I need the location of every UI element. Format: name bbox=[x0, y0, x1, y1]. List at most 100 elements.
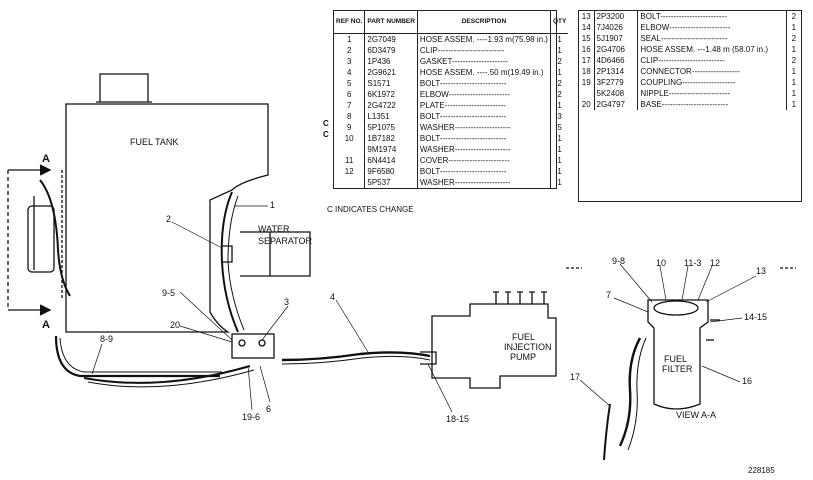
cell-desc: HOSE ASSEM. ----1.93 m(75.98 in.) bbox=[417, 33, 551, 45]
cell-desc: CLIP------------------------- bbox=[637, 55, 787, 66]
cell-desc: CLIP------------------------- bbox=[417, 45, 551, 56]
callout-8-9: 8-9 bbox=[100, 334, 113, 344]
cell-qty: 2 bbox=[791, 12, 797, 21]
label-pump-2: INJECTION bbox=[504, 342, 552, 352]
callout-2: 2 bbox=[166, 214, 171, 224]
figure-number: 228185 bbox=[748, 466, 775, 475]
cell-desc: HOSE ASSEM. ---1.48 m (58.07 in.) bbox=[637, 44, 787, 55]
cell-qty: 1 bbox=[557, 178, 562, 187]
label-view-a-a: VIEW A-A bbox=[676, 410, 716, 420]
cell-part: 9M1974 bbox=[364, 144, 418, 155]
cell-part: 3F2779 bbox=[594, 77, 639, 88]
header-part-number: PART NUMBER bbox=[364, 11, 418, 34]
cell-part: 7J4026 bbox=[594, 22, 639, 33]
cell-ref: 19 bbox=[579, 77, 595, 88]
callout-6: 6 bbox=[266, 404, 271, 414]
cell-qty: 1 bbox=[791, 89, 797, 98]
cell-qty: 1 bbox=[557, 145, 562, 154]
cell-desc: BOLT------------------------- bbox=[417, 78, 551, 89]
cell-ref: 18 bbox=[579, 66, 595, 77]
callout-3: 3 bbox=[284, 297, 289, 307]
cell-part: 6D3479 bbox=[364, 45, 418, 56]
cell-qty: 5 bbox=[557, 123, 562, 132]
water-separator-body bbox=[240, 231, 311, 277]
change-flag: C bbox=[323, 130, 329, 139]
cell-qty: 2 bbox=[791, 56, 797, 65]
cell-qty: 1 bbox=[791, 45, 797, 54]
cell-desc: BOLT------------------------- bbox=[417, 111, 551, 122]
cell-qty: 1 bbox=[791, 78, 797, 87]
cell-part: 6N4414 bbox=[364, 155, 418, 166]
cell-qty: 2 bbox=[557, 57, 562, 66]
cell-ref: 7 bbox=[334, 100, 366, 111]
cell-part: 2G7049 bbox=[364, 33, 418, 45]
side-filter bbox=[27, 205, 55, 273]
cell-ref: 6 bbox=[334, 89, 366, 100]
callout-20: 20 bbox=[170, 320, 180, 330]
cell-part: 1P436 bbox=[364, 56, 418, 67]
cell-ref: 5 bbox=[334, 78, 366, 89]
callout-view-9-8: 9-8 bbox=[612, 256, 625, 266]
callout-view-13: 13 bbox=[756, 266, 766, 276]
cell-ref: 15 bbox=[579, 33, 595, 44]
cell-qty: 1 bbox=[557, 35, 562, 44]
cell-desc: BOLT------------------------- bbox=[637, 11, 787, 22]
injector-stubs bbox=[493, 291, 547, 304]
cell-qty: 1 bbox=[557, 101, 562, 110]
hose-16 bbox=[618, 337, 642, 447]
cell-ref: 20 bbox=[579, 99, 595, 110]
cell-part: 2G4722 bbox=[364, 100, 418, 111]
cell-desc: ELBOW----------------------- bbox=[417, 89, 551, 100]
cell-ref: 13 bbox=[579, 11, 595, 22]
cell-part: 2G4797 bbox=[594, 99, 639, 110]
cell-ref: 9 bbox=[334, 122, 366, 133]
cell-desc: BASE------------------------- bbox=[637, 99, 787, 110]
cell-qty: 2 bbox=[557, 90, 562, 99]
cell-part: S1571 bbox=[364, 78, 418, 89]
cell-part: 2G9621 bbox=[364, 67, 418, 78]
label-pump-1: FUEL bbox=[512, 332, 535, 342]
cell-part: 2P1314 bbox=[594, 66, 639, 77]
cell-part: 4D6466 bbox=[594, 55, 639, 66]
fuel-injection-pump bbox=[431, 303, 557, 389]
callout-19-6: 19-6 bbox=[242, 412, 260, 422]
cell-ref: 12 bbox=[334, 166, 366, 177]
header-qty: QTY bbox=[550, 11, 569, 34]
cell-part: 2P3200 bbox=[594, 11, 639, 22]
cell-ref: 4 bbox=[334, 67, 366, 78]
cell-ref: 10 bbox=[334, 133, 366, 144]
fuel-tank-outline bbox=[65, 103, 269, 333]
cell-qty: 2 bbox=[791, 34, 797, 43]
cell-part: L1351 bbox=[364, 111, 418, 122]
cell-ref: 14 bbox=[579, 22, 595, 33]
cell-desc: SEAL------------------------- bbox=[637, 33, 787, 44]
cell-desc: NIPPLE----------------------- bbox=[637, 88, 787, 99]
cell-desc: COUPLING-------------------- bbox=[637, 77, 787, 88]
cell-ref: 2 bbox=[334, 45, 366, 56]
cell-part: 5P1075 bbox=[364, 122, 418, 133]
base-plate-20 bbox=[231, 333, 275, 359]
cell-ref: 17 bbox=[579, 55, 595, 66]
cell-qty: 3 bbox=[557, 112, 562, 121]
cell-desc: ELBOW----------------------- bbox=[637, 22, 787, 33]
cell-part: 1B7182 bbox=[364, 133, 418, 144]
label-water-separator-1: WATER bbox=[258, 224, 290, 234]
cell-part: 2G4706 bbox=[594, 44, 639, 55]
cell-desc: HOSE ASSEM. ----.50 m(19.49 in.) bbox=[417, 67, 551, 78]
cell-desc: COVER----------------------- bbox=[417, 155, 551, 166]
